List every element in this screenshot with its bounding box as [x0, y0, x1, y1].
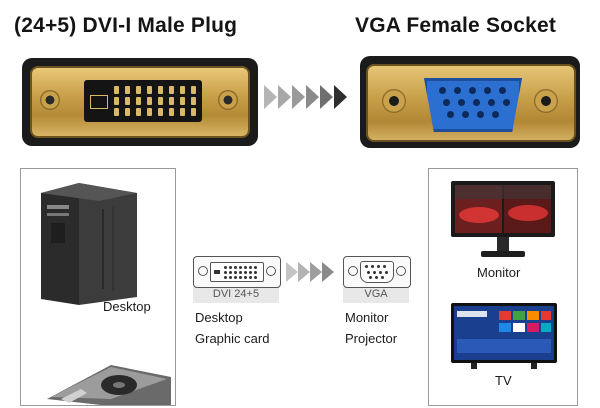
monitor-icon: [451, 181, 555, 257]
target-label-line1: Monitor: [345, 310, 389, 325]
vga-label: VGA: [364, 288, 388, 300]
arrow-chevrons-icon: [262, 84, 354, 110]
desktop-tower-icon: [41, 183, 137, 305]
tv-label: TV: [495, 373, 512, 388]
dvi-diagram-icon: [193, 256, 281, 288]
dvi-plug-icon: [22, 58, 258, 146]
source-label-line1: Desktop: [195, 310, 243, 325]
vga-diagram-icon: [343, 256, 411, 288]
vga-socket-title: VGA Female Socket: [355, 14, 557, 37]
target-devices-panel: Monitor TV: [428, 168, 578, 406]
vga-label-bar: [343, 287, 409, 303]
source-devices-panel: Desktop: [20, 168, 176, 406]
monitor-label: Monitor: [477, 265, 521, 280]
vga-socket-icon: [360, 56, 580, 148]
source-label-line2: Graphic card: [195, 331, 270, 346]
desktop-label: Desktop: [103, 299, 151, 314]
dvi-label: DVI 24+5: [212, 288, 260, 300]
dvi-plug-title: (24+5) DVI-I Male Plug: [14, 14, 238, 37]
tv-icon: [451, 303, 557, 369]
dvi-label-bar: [193, 287, 279, 303]
graphics-card-icon: [47, 365, 171, 405]
diagram-arrow-icon: [286, 262, 334, 284]
target-label-line2: Projector: [345, 331, 398, 346]
